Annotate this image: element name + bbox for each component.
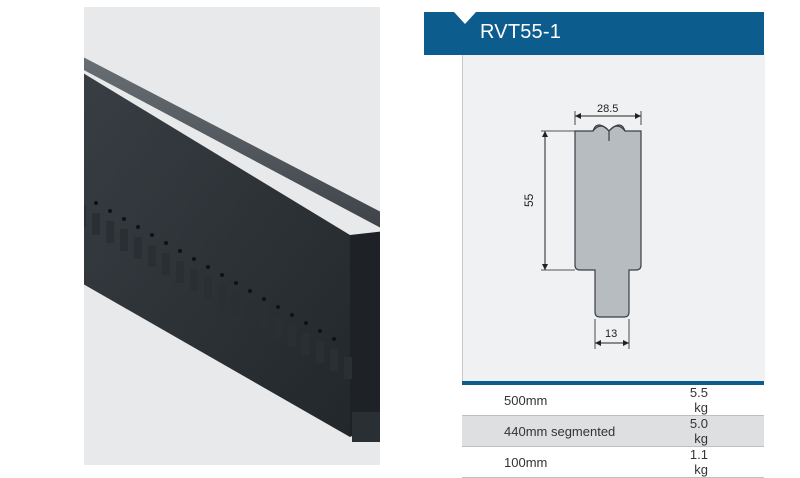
front-face — [84, 73, 350, 437]
side-face — [350, 231, 380, 437]
product-photo — [84, 57, 380, 442]
length-cell: 440mm segmented — [462, 415, 674, 447]
product-title: RVT55-1 — [480, 21, 562, 43]
dim-height-label: 55 — [522, 193, 536, 207]
segment-holes — [94, 201, 336, 341]
dim-tang-label: 13 — [605, 328, 617, 340]
weight-cell: 5.0 kg — [674, 415, 764, 447]
length-cell: 100mm — [462, 446, 674, 478]
table-row: 100mm 1.1 kg — [462, 446, 764, 478]
title-bar: RVT55-1 — [424, 12, 764, 55]
profile-drawing: 28.5 55 13 — [522, 103, 642, 349]
table-accent-bar — [462, 381, 764, 385]
spec-card: RVT55-1 28.5 55 — [424, 12, 765, 478]
spec-table: 500mm 5.5 kg 440mm segmented 5.0 kg 100m… — [462, 385, 764, 478]
weight-cell: 5.5 kg — [674, 385, 764, 416]
table-row: 440mm segmented 5.0 kg — [462, 415, 764, 447]
product-photo-panel — [84, 7, 380, 465]
table-row: 500mm 5.5 kg — [462, 385, 764, 416]
length-cell: 500mm — [462, 385, 674, 416]
technical-drawing-area: 28.5 55 13 — [462, 55, 765, 381]
die-profile-shape — [574, 124, 642, 318]
notch-marker-icon — [454, 12, 476, 24]
dim-width-label: 28.5 — [597, 103, 618, 115]
top-surface — [84, 57, 380, 228]
tang-segments — [84, 205, 380, 442]
weight-cell: 1.1 kg — [674, 446, 764, 478]
